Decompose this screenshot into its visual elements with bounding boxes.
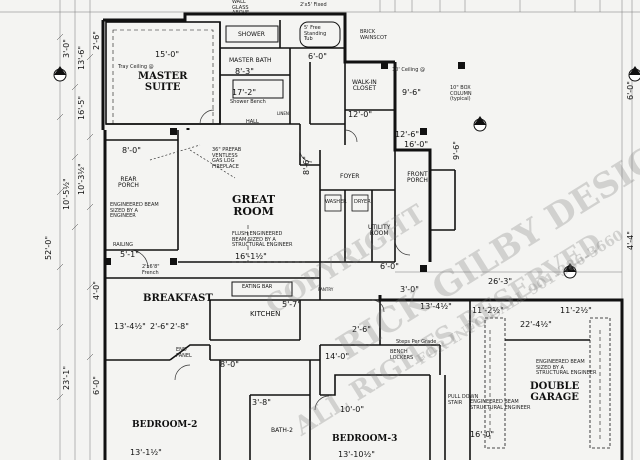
dimension: 15'-0" xyxy=(155,50,180,59)
dimension: 26'-3" xyxy=(488,277,513,286)
note-flush-beam: FLUSH ENGINEERED BEAM SIZED BY A STRUCTU… xyxy=(232,231,293,248)
dimension: 16'-0" xyxy=(470,430,495,439)
room-utility: UTILITY ROOM xyxy=(368,224,391,238)
note-washer: WASHER xyxy=(325,199,347,205)
dimension-vertical: 13'-6" xyxy=(77,45,86,70)
note-fixed-window: 2'x5' Fixed xyxy=(300,2,327,8)
dimension: 10'-0" xyxy=(340,405,365,414)
dimension-vertical: 8'-6" xyxy=(302,156,311,175)
room-eating-bar: EATING BAR xyxy=(242,284,273,290)
dimension: 6'-0" xyxy=(308,52,327,61)
room-bedroom-3: BEDROOM-3 xyxy=(332,434,398,444)
note-wainscot: BRICK WAINSCOT xyxy=(360,29,387,41)
exterior-walls xyxy=(101,12,624,460)
dimension: 8'-3" xyxy=(235,67,254,76)
dimension: 5'-7" xyxy=(282,300,301,309)
note-bench-lockers: BENCH LOCKERS xyxy=(390,349,414,361)
dimension: 8'-0" xyxy=(122,146,141,155)
dimension-vertical: 4'-0" xyxy=(92,281,101,300)
dimension-vertical: 3'-0" xyxy=(62,39,71,58)
dimension: 2'-6" xyxy=(352,325,371,334)
room-walk-in-closet: WALK-IN CLOSET xyxy=(352,79,377,93)
note-end-panel: END PANEL xyxy=(176,347,192,359)
box-columns xyxy=(104,62,465,272)
dimension: 13'-4½" xyxy=(420,302,452,311)
room-master-bath: MASTER BATH xyxy=(229,57,272,64)
note-wall-glass: WALL GLASS ABOVE xyxy=(232,0,250,16)
dimension: 5'-1" xyxy=(120,250,139,259)
note-railing: RAILING xyxy=(113,242,134,248)
room-bedroom-2: BEDROOM-2 xyxy=(132,420,198,430)
dimension-vertical: 23'-1" xyxy=(62,365,71,390)
dimension: 13'-1½" xyxy=(130,448,162,457)
note-ceiling-10: 10' Ceiling @ xyxy=(392,67,425,73)
dimension-vertical: 4'-4" xyxy=(626,231,635,250)
interior-walls xyxy=(105,20,611,460)
dimension: 16'-0" xyxy=(404,140,429,149)
dimension: 8'-0" xyxy=(220,360,239,369)
room-master-suite: MASTER SUITE xyxy=(138,71,188,93)
dimension: 12'-6" xyxy=(395,130,420,139)
dimension-vertical: 52'-0" xyxy=(44,235,53,260)
dimension-vertical: 16'-5" xyxy=(77,95,86,120)
room-front-porch: FRONT PORCH xyxy=(407,171,428,185)
note-dryer: DRYER xyxy=(354,199,371,205)
room-double-garage: DOUBLE GARAGE xyxy=(530,381,580,403)
note-garage-beam: ENGINEERED BEAM SIZED BY A STRUCTURAL EN… xyxy=(536,359,597,376)
note-steps-grade: Steps Per Grade xyxy=(396,339,437,345)
room-shower: SHOWER xyxy=(238,31,265,38)
dimension: 2'-6" xyxy=(150,322,169,331)
dimension: 22'-4½" xyxy=(520,320,552,329)
note-tub: 5' Free Standing Tub xyxy=(304,25,327,42)
room-foyer: FOYER xyxy=(340,173,360,180)
dimension: 2'-8" xyxy=(170,322,189,331)
note-box-column: 10" BOX COLUMN (typical) xyxy=(450,85,472,102)
note-pull-down-stair: PULL DOWN STAIR xyxy=(448,394,479,406)
dimension: 13'-10½" xyxy=(338,450,375,459)
dimension: 14'-0" xyxy=(325,352,350,361)
note-tray-ceiling: Tray Ceiling @ xyxy=(118,64,154,70)
dimension-vertical: 10'-5½" xyxy=(62,178,71,210)
dimension-vertical: 6'-0" xyxy=(626,81,635,100)
dimension: 9'-6" xyxy=(402,88,421,97)
note-garage-beam-2: ENGINEERED BEAM STRUCTURAL ENGINEER xyxy=(470,399,531,411)
room-hall: HALL xyxy=(246,119,259,125)
dimension-vertical: 9'-6" xyxy=(452,141,461,160)
room-rear-porch: REAR PORCH xyxy=(118,176,139,190)
dimension: 16'-1½" xyxy=(235,252,267,261)
room-pantry: PANTRY xyxy=(318,287,334,292)
room-bath-2: BATH-2 xyxy=(271,427,293,434)
room-linen: LINEN xyxy=(277,111,289,116)
room-great-room: GREAT ROOM xyxy=(232,193,276,218)
dimension: 3'-8" xyxy=(252,398,271,407)
note-shower-bench: Shower Bench xyxy=(230,99,266,105)
dimension: 12'-0" xyxy=(348,110,373,119)
dimension: 11'-2½" xyxy=(560,306,592,315)
note-french-door: 2'x6'8" French xyxy=(142,264,160,276)
room-kitchen: KITCHEN xyxy=(250,310,281,318)
note-fireplace: 36" PREFAB VENTLESS GAS LOG FIREPLACE xyxy=(212,147,242,170)
dimension: 3'-0" xyxy=(400,285,419,294)
note-rear-beam: ENGINEERED BEAM SIZED BY A ENGINEER xyxy=(110,202,159,219)
dimension: 17'-2" xyxy=(232,88,257,97)
door-swings xyxy=(129,109,601,440)
dimension-vertical: 6'-0" xyxy=(92,376,101,395)
room-breakfast: BREAKFAST xyxy=(143,293,213,304)
dimension-vertical: 10'-3½" xyxy=(77,163,86,195)
dimension: 11'-2½" xyxy=(472,306,504,315)
dimension: 13'-4½" xyxy=(114,322,146,331)
dimension: 6'-0" xyxy=(380,262,399,271)
section-arrows xyxy=(54,66,640,272)
dimension-vertical: 2'-6" xyxy=(92,31,101,50)
